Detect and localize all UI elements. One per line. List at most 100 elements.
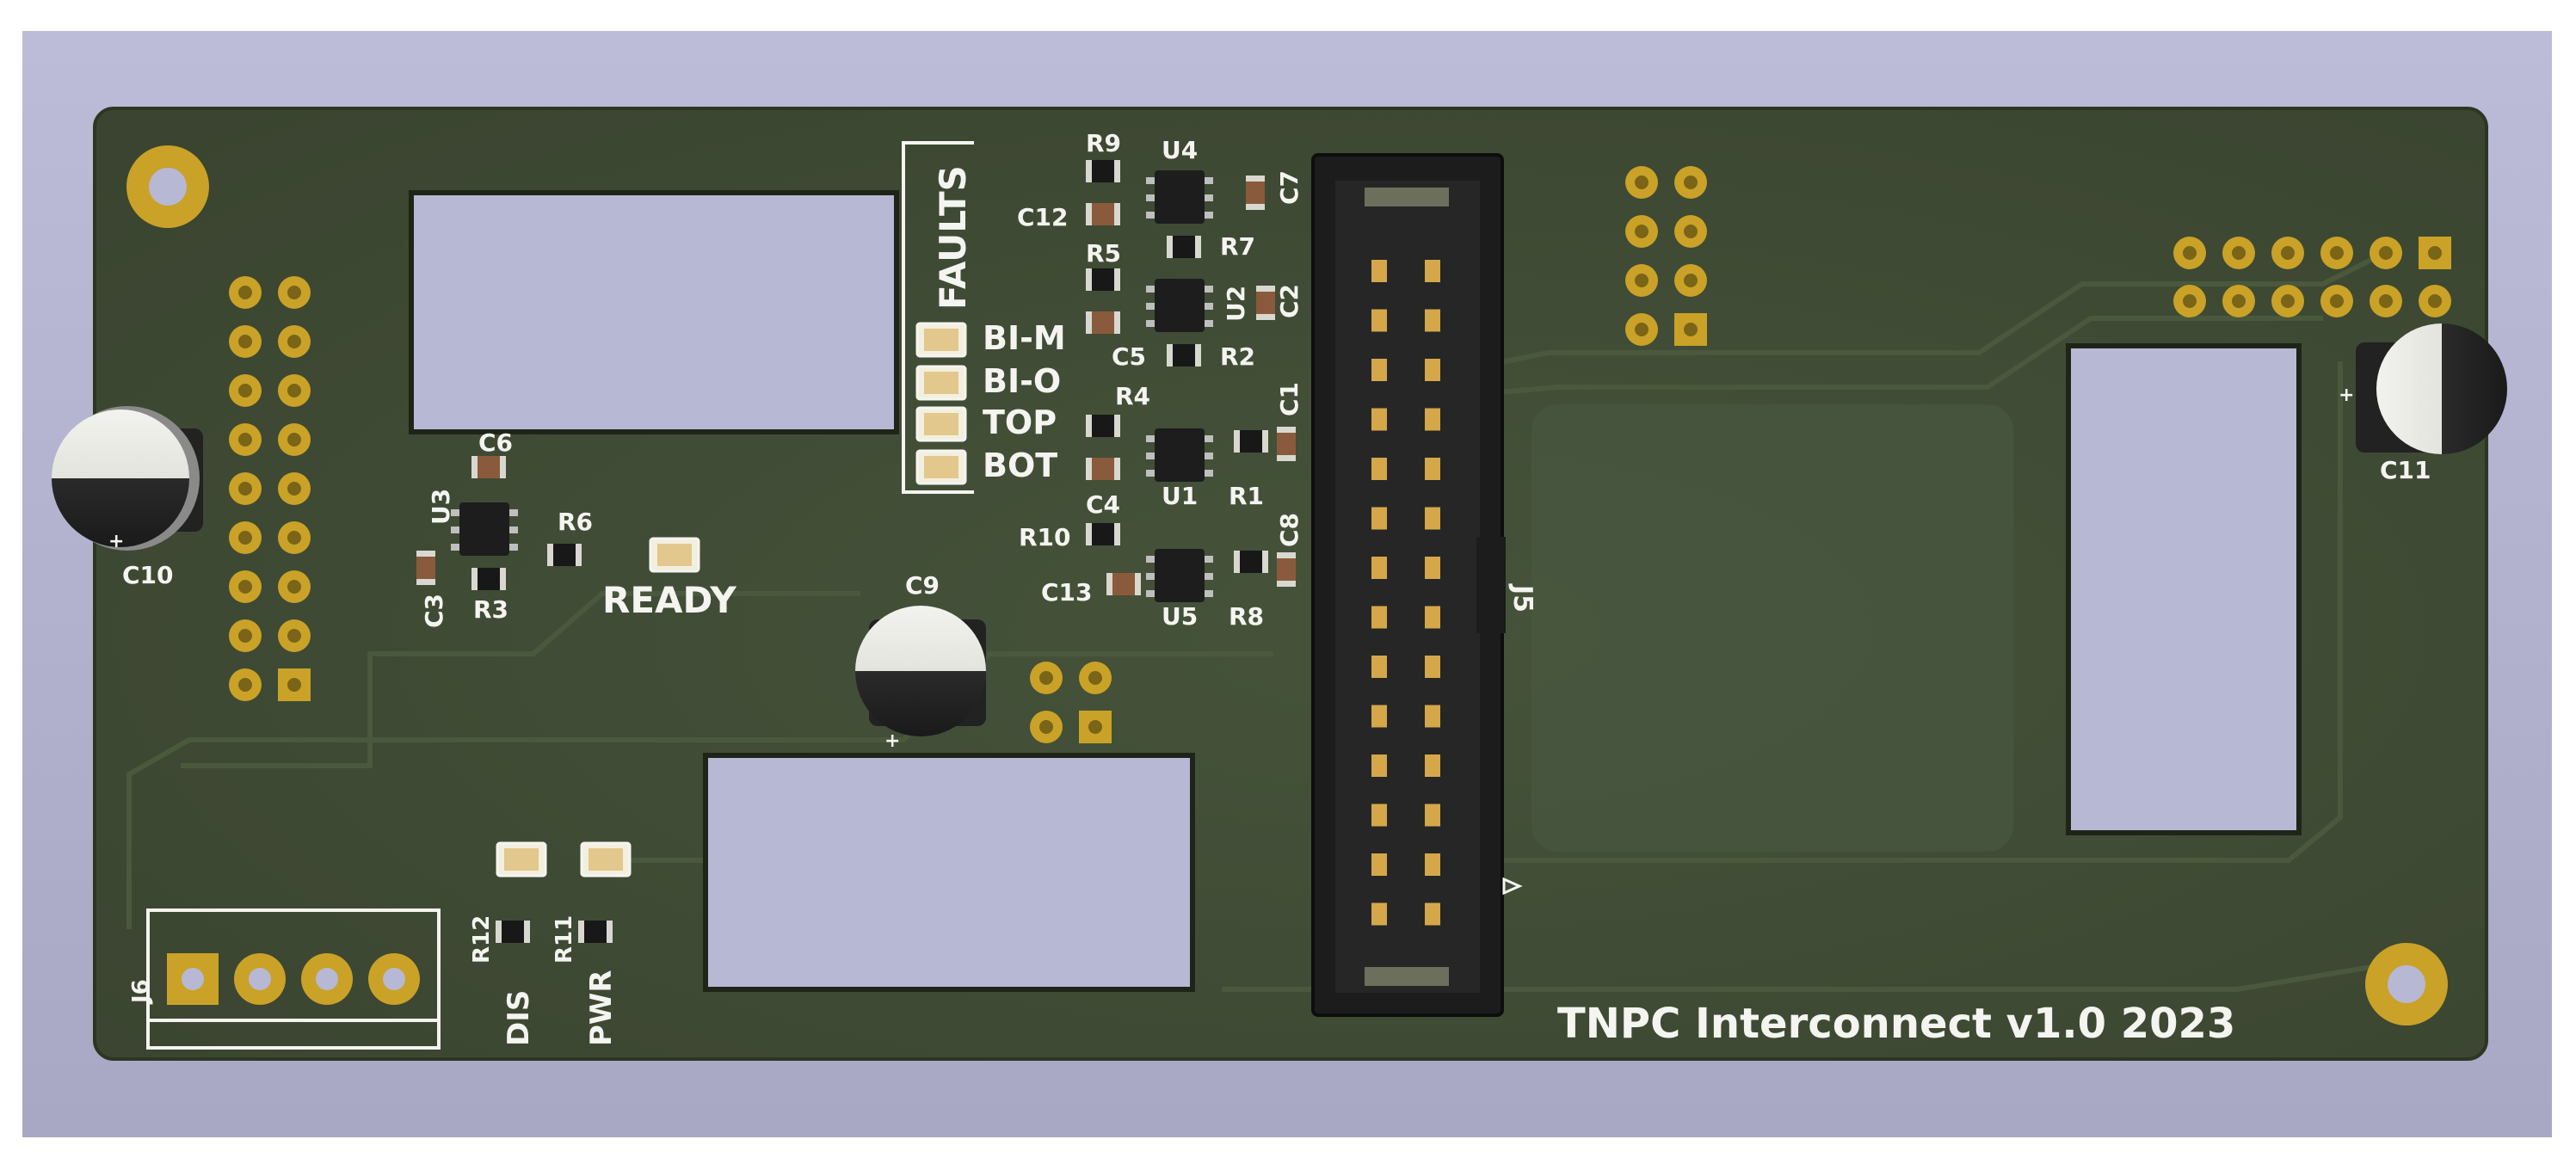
pin-hole [287, 482, 301, 496]
smd-ic [1155, 279, 1205, 332]
terminal [1086, 160, 1092, 182]
ic-lead [1146, 212, 1155, 219]
smd-capacitor [1256, 286, 1275, 320]
pin-hole [2281, 246, 2295, 260]
pin-header-top-middle [1625, 166, 1707, 346]
dis-label: DIS [502, 990, 536, 1046]
refdes-c7: C7 [1275, 170, 1303, 205]
j5-pin [1425, 458, 1440, 480]
board-cutouts [409, 190, 2302, 992]
j5-pin [1425, 309, 1440, 332]
pin-hole [1684, 176, 1698, 189]
j5-pin [1425, 606, 1440, 629]
board-title: TNPC Interconnect v1.0 2023 [1557, 1000, 2235, 1048]
terminal [1167, 236, 1173, 258]
pin-hole [238, 482, 252, 496]
j5-pin [1371, 853, 1387, 876]
j5-pin [1425, 853, 1440, 876]
refdes-u1: U1 [1162, 482, 1198, 510]
copper-pour [1531, 404, 2013, 852]
ic-lead [1146, 590, 1155, 597]
terminal [1106, 573, 1112, 595]
ic-lead [451, 509, 459, 516]
refdes-r3: R3 [473, 595, 508, 624]
ic-lead [1146, 573, 1155, 580]
ic-lead [1205, 320, 1213, 327]
terminal [578, 921, 584, 943]
pin-hole [238, 335, 252, 348]
terminal [1086, 268, 1092, 291]
faults-bracket [902, 141, 974, 494]
pin-hole [238, 286, 252, 299]
ic-lead [1205, 177, 1213, 184]
refdes-c8: C8 [1275, 513, 1303, 547]
terminal [1086, 203, 1092, 225]
pin-hole [2183, 294, 2197, 308]
j5-pin [1425, 557, 1440, 579]
j5-pin [1425, 754, 1440, 777]
pin-hole [238, 580, 252, 594]
refdes-c1: C1 [1275, 382, 1303, 416]
refdes-c11: C11 [2380, 456, 2431, 484]
pin-hole [2281, 294, 2295, 308]
j6-terminal [146, 908, 441, 1050]
refdes-r6: R6 [558, 508, 593, 536]
ic-lead [509, 509, 518, 516]
led-lens [924, 372, 958, 394]
j5-pin [1371, 606, 1387, 629]
pin-hole [1088, 720, 1102, 734]
ic-lead [451, 527, 459, 533]
ic-lead [1205, 573, 1213, 580]
j5-pin [1371, 705, 1387, 728]
terminal [1246, 204, 1265, 210]
j5-pin [1371, 309, 1387, 332]
refdes-r7: R7 [1220, 232, 1255, 261]
terminal [1234, 551, 1240, 573]
pin-hole [287, 629, 301, 643]
j5-pin-array [1371, 260, 1440, 926]
refdes-r12: R12 [469, 915, 495, 964]
ic-lead [1205, 470, 1213, 477]
terminal [547, 544, 553, 566]
mounting-hole [2365, 943, 2448, 1025]
pin-header-top-right [2173, 237, 2451, 317]
capacitor-c11 [2356, 323, 2507, 454]
terminal [1114, 268, 1120, 291]
terminal [471, 456, 478, 478]
smd-capacitor [1277, 552, 1296, 587]
j5-pin [1371, 557, 1387, 579]
terminal [1086, 311, 1092, 334]
pin-hole [1039, 671, 1053, 685]
ic-lead [509, 544, 518, 551]
pin-hole [287, 335, 301, 348]
pin-hole [287, 678, 301, 692]
j5-pin [1371, 408, 1387, 431]
led-lens [924, 413, 958, 435]
j5-pin [1425, 507, 1440, 530]
terminal [496, 921, 502, 943]
fault-label-bi-o: BI-O [983, 362, 1061, 400]
refdes-c10: C10 [122, 561, 174, 589]
refdes-r1: R1 [1229, 482, 1264, 510]
ic-lead [1146, 556, 1155, 563]
terminal [1135, 573, 1141, 595]
copper-traces [126, 256, 2393, 992]
terminal [1262, 430, 1268, 453]
terminal [1256, 286, 1275, 292]
capacitor-c10 [52, 406, 203, 551]
pwr-label: PWR [584, 970, 619, 1046]
polarity-c9: + [884, 730, 900, 752]
terminal [416, 579, 435, 585]
polarity-c10: + [108, 531, 124, 552]
pin-hole [238, 678, 252, 692]
j5-label: J5 [1507, 583, 1538, 613]
pin-hole [2379, 294, 2393, 308]
mounting-hole [126, 145, 209, 228]
terminal [1086, 523, 1092, 545]
led-lens [924, 456, 958, 478]
ic-lead [1146, 177, 1155, 184]
refdes-r5: R5 [1086, 239, 1121, 268]
smd-capacitor [1246, 176, 1265, 210]
